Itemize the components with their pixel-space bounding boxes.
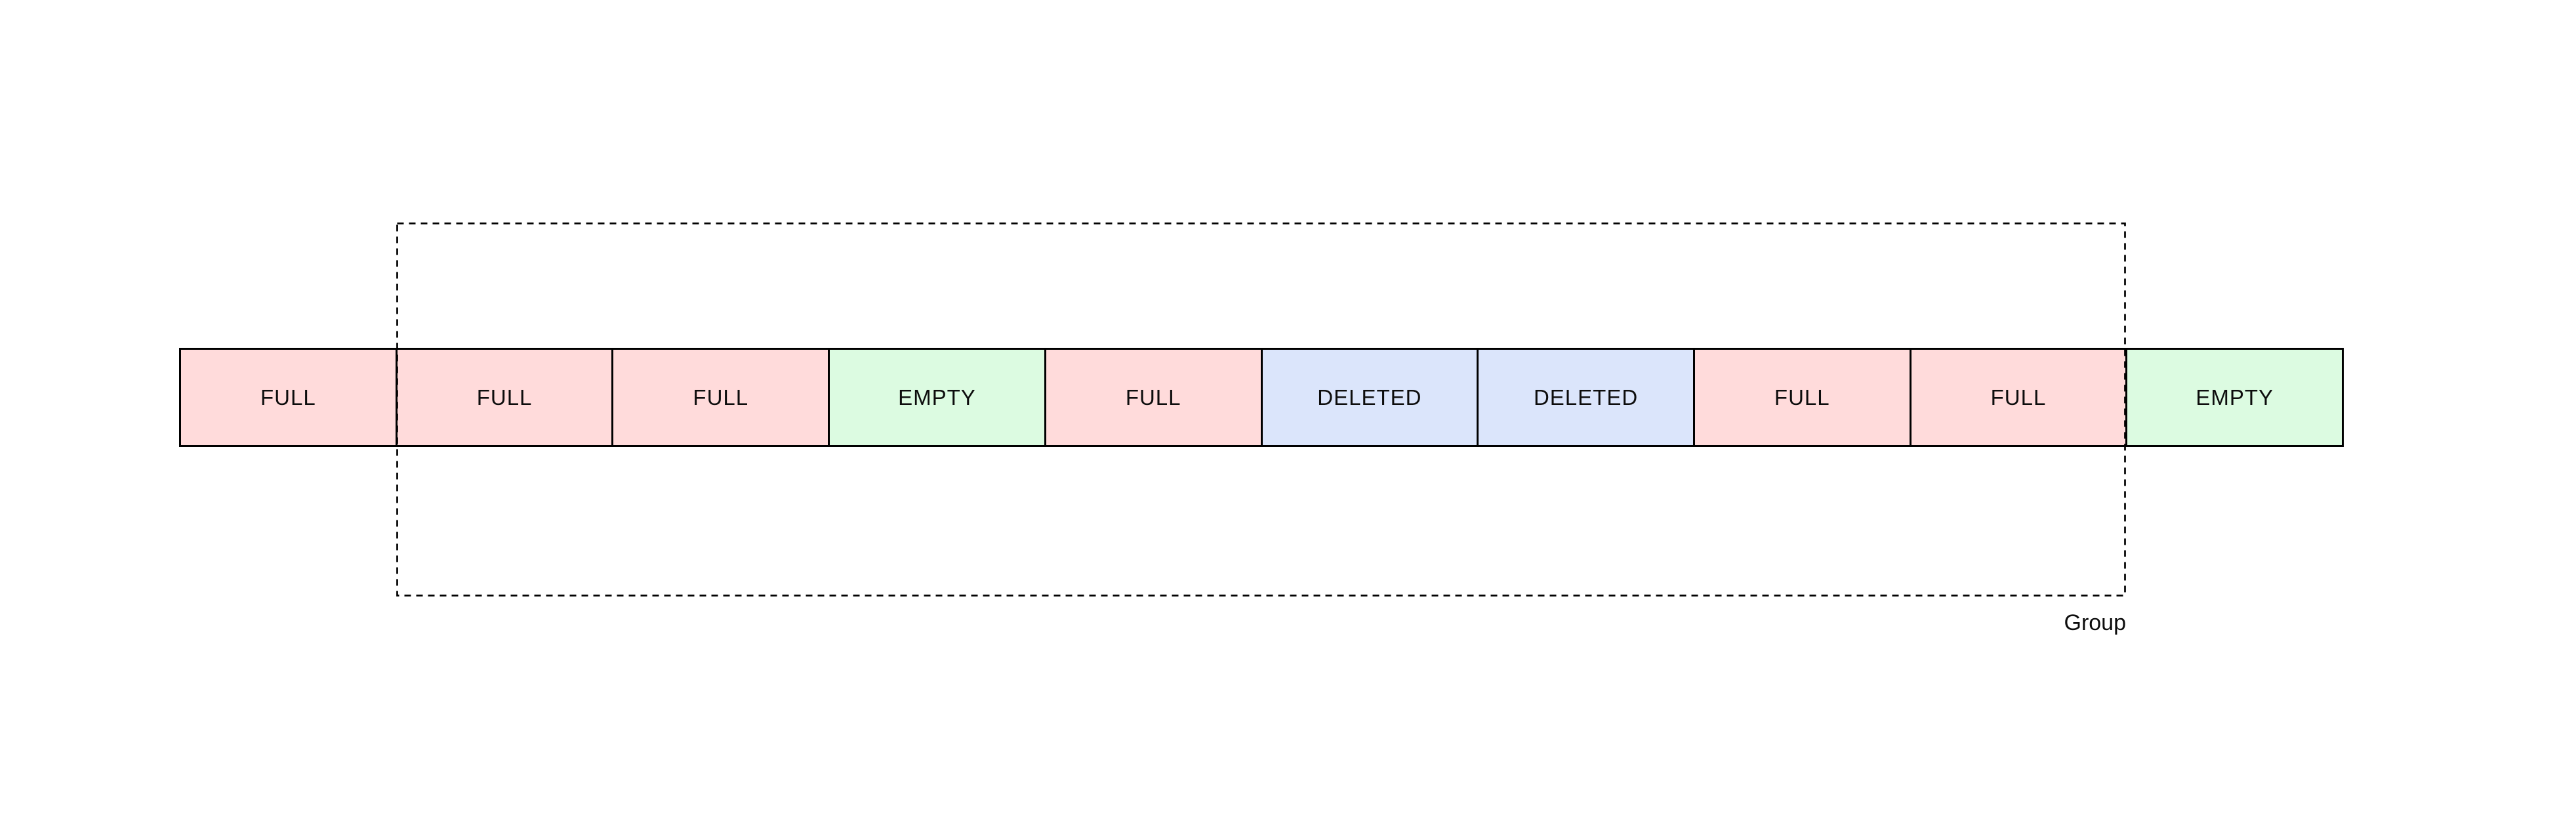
group-label: Group <box>2064 610 2127 635</box>
memory-cell: EMPTY <box>830 350 1046 445</box>
memory-cell: FULL <box>397 350 614 445</box>
memory-cell: FULL <box>1046 350 1263 445</box>
memory-cell: FULL <box>1694 350 1912 445</box>
memory-cell: DELETED <box>1262 350 1479 445</box>
memory-cell: FULL <box>1911 350 2128 445</box>
memory-cell: FULL <box>181 350 398 445</box>
memory-cell: FULL <box>613 350 830 445</box>
memory-cell: DELETED <box>1479 350 1695 445</box>
cell-strip: FULL FULL FULL EMPTY FULL DELETED DELETE… <box>179 348 2344 447</box>
memory-cell: EMPTY <box>2127 350 2342 445</box>
